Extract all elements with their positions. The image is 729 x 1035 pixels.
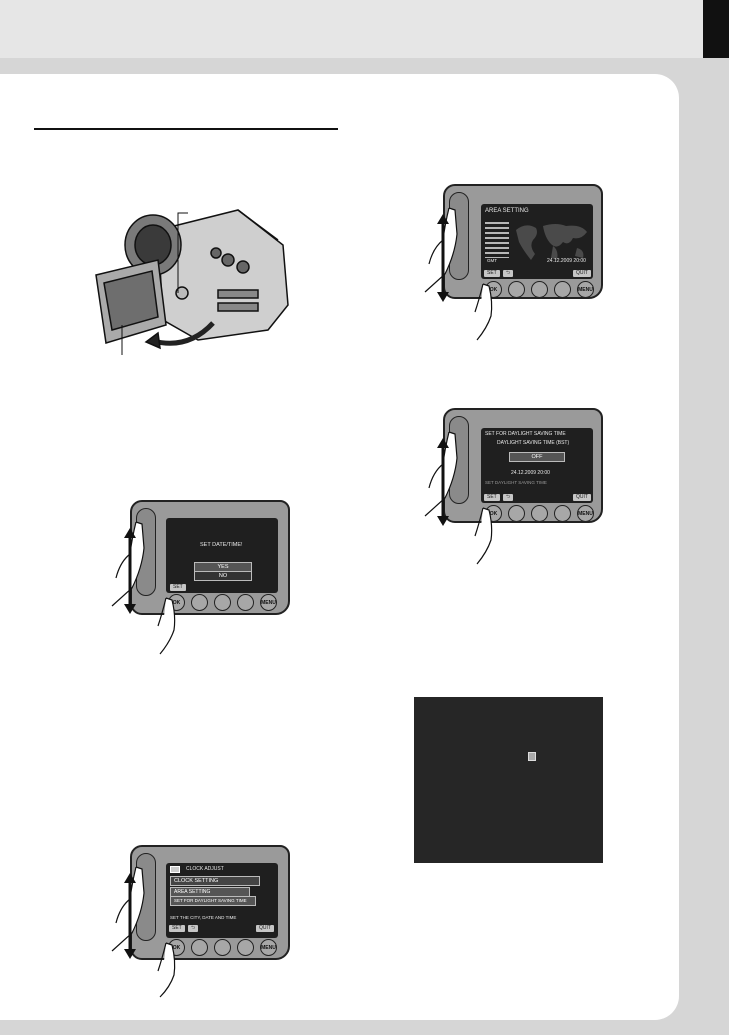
function-button-3[interactable] bbox=[554, 505, 571, 522]
set-tag: SET bbox=[169, 925, 185, 932]
area-date: 24.12.2009 20:00 bbox=[547, 258, 586, 264]
section-heading-rule bbox=[34, 128, 338, 130]
menu-button[interactable]: MENU bbox=[577, 505, 594, 522]
set-tag: SET bbox=[170, 584, 186, 591]
camcorder-illustration bbox=[95, 209, 289, 355]
function-button-1[interactable] bbox=[508, 505, 525, 522]
screen-subtitle: DAYLIGHT SAVING TIME (BST) bbox=[497, 440, 570, 446]
quit-tag: QUIT bbox=[573, 494, 591, 501]
screen-title: AREA SETTING bbox=[485, 208, 529, 214]
back-tag: ⮌ bbox=[503, 494, 514, 501]
no-option[interactable]: NO bbox=[194, 571, 252, 581]
footer-band bbox=[0, 1020, 729, 1035]
blank-lcd-screen bbox=[414, 697, 603, 863]
page-gutter bbox=[679, 58, 729, 1020]
back-tag: ⮌ bbox=[503, 270, 514, 277]
hand-icon bbox=[474, 507, 493, 565]
hand-icon bbox=[157, 597, 176, 655]
arrow-up-down-icon bbox=[124, 528, 136, 614]
device-clock-adjust: CLOCK ADJUST CLOCK SETTING AREA SETTING … bbox=[111, 845, 290, 998]
lcd-screen: CLOCK ADJUST CLOCK SETTING AREA SETTING … bbox=[166, 863, 278, 938]
menu-item-daylight[interactable]: SET FOR DAYLIGHT SAVING TIME bbox=[170, 896, 256, 906]
device-set-datetime: SET DATE/TIME! YES NO SET OK MENU bbox=[111, 500, 290, 655]
function-button-2[interactable] bbox=[214, 594, 231, 611]
lcd-screen: SET FOR DAYLIGHT SAVING TIME DAYLIGHT SA… bbox=[481, 428, 593, 503]
menu-button[interactable]: MENU bbox=[260, 594, 277, 611]
clock-footer: SET THE CITY, DATE AND TIME bbox=[170, 915, 237, 920]
function-button-2[interactable] bbox=[531, 281, 548, 298]
function-button-3[interactable] bbox=[237, 594, 254, 611]
function-button-3[interactable] bbox=[237, 939, 254, 956]
function-button-1[interactable] bbox=[508, 281, 525, 298]
menu-button[interactable]: MENU bbox=[260, 939, 277, 956]
set-tag: SET bbox=[484, 494, 500, 501]
device-area-setting: AREA SETTING GMT 24.12.2009 20:00 SET ⮌ … bbox=[424, 184, 603, 341]
lcd-screen: AREA SETTING GMT 24.12.2009 20:00 SET ⮌ … bbox=[481, 204, 593, 279]
screen-title: CLOCK ADJUST bbox=[186, 866, 224, 872]
button-row: OK MENU bbox=[168, 594, 277, 611]
quit-tag: QUIT bbox=[256, 925, 274, 932]
hand-icon bbox=[474, 283, 493, 341]
dst-value[interactable]: OFF bbox=[509, 452, 565, 462]
button-row: OK MENU bbox=[485, 505, 594, 522]
back-tag: ⮌ bbox=[188, 925, 199, 932]
gmt-label: GMT bbox=[487, 258, 497, 263]
button-row: OK MENU bbox=[485, 281, 594, 298]
function-button-3[interactable] bbox=[554, 281, 571, 298]
dst-date: 24.12.2009 20:00 bbox=[511, 470, 550, 476]
lcd-screen: SET DATE/TIME! YES NO bbox=[166, 518, 278, 593]
arrow-up-down-icon bbox=[124, 873, 136, 959]
dst-footer: SET DAYLIGHT SAVING TIME bbox=[485, 480, 547, 485]
function-button-1[interactable] bbox=[191, 939, 208, 956]
menu-button[interactable]: MENU bbox=[577, 281, 594, 298]
city-list bbox=[485, 222, 509, 258]
arrow-up-down-icon bbox=[437, 438, 449, 526]
hand-icon bbox=[157, 942, 176, 998]
header-band bbox=[0, 0, 729, 58]
menu-item-clock-setting[interactable]: CLOCK SETTING bbox=[170, 876, 260, 886]
datetime-prompt: SET DATE/TIME! bbox=[200, 542, 243, 548]
device-daylight-saving: SET FOR DAYLIGHT SAVING TIME DAYLIGHT SA… bbox=[424, 408, 603, 565]
screen-title: SET FOR DAYLIGHT SAVING TIME bbox=[485, 431, 566, 437]
arrow-up-down-icon bbox=[437, 214, 449, 302]
function-button-2[interactable] bbox=[214, 939, 231, 956]
set-tag: SET bbox=[484, 270, 500, 277]
clock-icon bbox=[170, 866, 180, 873]
quit-tag: QUIT bbox=[573, 270, 591, 277]
function-button-2[interactable] bbox=[531, 505, 548, 522]
cursor-icon bbox=[528, 752, 536, 761]
world-map-icon bbox=[516, 224, 587, 260]
function-button-1[interactable] bbox=[191, 594, 208, 611]
